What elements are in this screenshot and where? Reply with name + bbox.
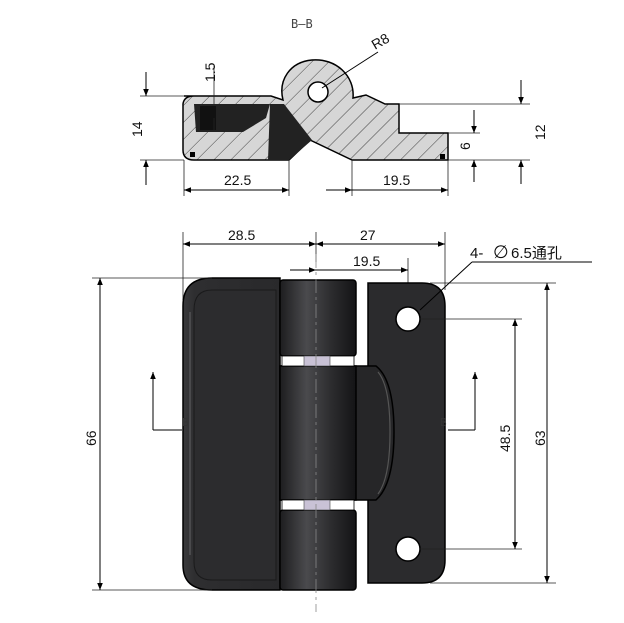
mount-hole-top [395, 306, 421, 332]
dim-19-5f-label: 19.5 [353, 253, 380, 269]
section-title: B—B [291, 17, 313, 31]
knuckle-middle [279, 365, 357, 501]
dim-12-label: 12 [532, 124, 548, 140]
cut-label-left: B [182, 416, 189, 429]
pin-bottom [303, 499, 331, 511]
section-pocket-shade [200, 106, 216, 130]
r8-label: R8 [369, 30, 393, 53]
left-leaf-inner [193, 289, 277, 581]
dim-27-label: 27 [360, 227, 376, 243]
hole-callout-leader [419, 261, 473, 311]
center-tab-highlight [377, 371, 391, 495]
dim-22-5-label: 22.5 [224, 172, 251, 188]
hole-diameter-icon: ∅ [493, 242, 509, 262]
front-view: 28.5 27 19.5 66 [83, 227, 592, 612]
dim-48-5-label: 48.5 [497, 425, 513, 452]
section-body [182, 59, 449, 161]
cut-label-right: B [440, 416, 447, 429]
hole-callout-prefix: 4- [470, 245, 483, 262]
section-wedge [268, 104, 312, 160]
dim-6-label: 6 [457, 142, 473, 150]
mount-hole-bottom [395, 536, 421, 562]
hole-callout-value: 6.5通孔 [511, 245, 562, 262]
dim-28-5-label: 28.5 [228, 227, 255, 243]
section-view: B—B R8 1.5 14 12 6 [129, 17, 548, 196]
knuckle-top [279, 279, 357, 357]
corner-mark-left [190, 152, 195, 157]
corner-mark-right [440, 154, 445, 159]
dim-1-5-label: 1.5 [202, 62, 218, 82]
dim-63-label: 63 [532, 430, 548, 446]
pin-top [303, 355, 331, 367]
right-leaf [367, 282, 446, 584]
knuckle-bottom [279, 509, 357, 591]
dim-66-label: 66 [83, 430, 99, 446]
dim-19-5s-label: 19.5 [383, 172, 410, 188]
dim-14-label: 14 [129, 121, 145, 137]
section-pin-hole [307, 81, 329, 103]
r8-leader [321, 51, 379, 89]
